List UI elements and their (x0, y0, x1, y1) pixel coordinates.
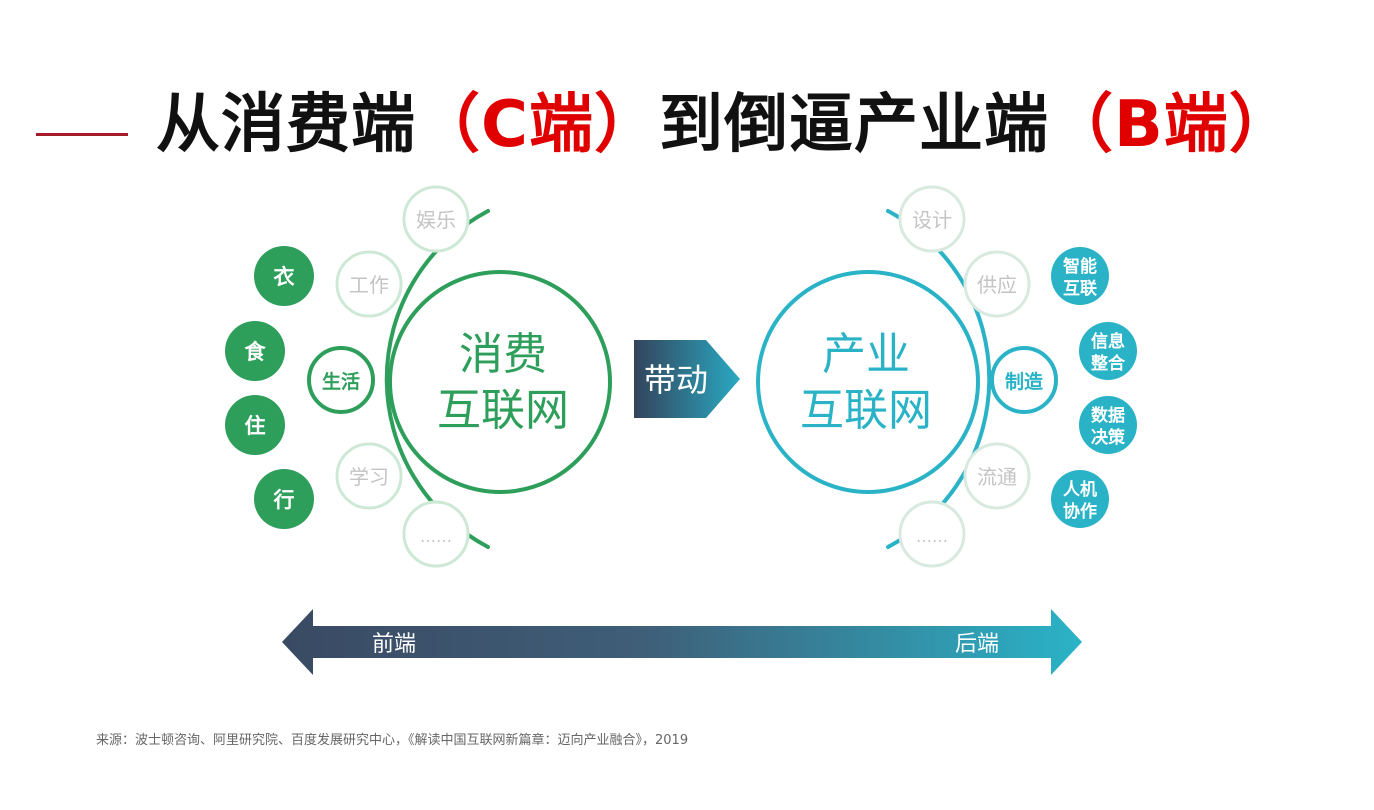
title-part-b-end: （B端） (1048, 88, 1294, 162)
chain-node-design: 设计 (898, 185, 966, 253)
drive-arrow-shape (634, 340, 740, 418)
capability-smart-connection: 智能 互联 (1051, 247, 1109, 305)
scene-label: 学习 (349, 465, 389, 489)
basic-need-travel: 行 (254, 469, 314, 529)
basic-need-label: 行 (273, 488, 295, 512)
chain-label: 设计 (912, 208, 952, 232)
chain-node-supply: 供应 (963, 250, 1031, 318)
title-part-consumer: 从消费端 (156, 88, 416, 162)
basic-need-food: 食 (225, 321, 285, 381)
industry-center-line1: 产业 (822, 329, 910, 380)
scene-label: 娱乐 (416, 208, 456, 232)
consumer-center-circle (388, 270, 612, 494)
capability-human-machine-collaboration: 人机 协作 (1051, 470, 1109, 528)
title-part-industry: 到倒逼产业端 (658, 88, 1049, 162)
scene-label: …… (420, 527, 452, 546)
industry-center-circle (756, 270, 980, 494)
chain-label: 流通 (977, 465, 1017, 489)
basic-need-label: 衣 (274, 265, 295, 289)
consumer-center-line2: 互联网 (437, 385, 569, 436)
scene-label: 工作 (349, 273, 389, 297)
page-title: 从消费端（C端）到倒逼产业端（B端） (156, 80, 1294, 170)
chain-label: …… (916, 527, 948, 546)
capability-label-line1: 信息 (1091, 331, 1125, 352)
source-note: 来源：波士顿咨询、阿里研究院、百度发展研究中心，《解读中国互联网新篇章：迈向产业… (96, 733, 689, 748)
consumer-center-line1: 消费 (459, 329, 547, 380)
scene-node-work: 工作 (335, 250, 403, 318)
chain-label: 供应 (977, 273, 1017, 297)
scene-node-more: …… (402, 500, 470, 568)
scene-label: 生活 (322, 370, 360, 393)
range-right-label: 后端 (955, 632, 999, 657)
capability-label-line1: 人机 (1063, 479, 1097, 500)
basic-need-clothing: 衣 (254, 246, 314, 306)
capability-information-integration: 信息 整合 (1079, 322, 1137, 380)
chain-node-more: …… (898, 500, 966, 568)
scene-node-entertainment: 娱乐 (402, 185, 470, 253)
basic-need-label: 住 (245, 414, 266, 438)
chain-node-manufacturing: 制造 (990, 346, 1058, 414)
capability-label-line2: 决策 (1091, 427, 1126, 448)
scene-node-study: 学习 (335, 442, 403, 510)
capability-label-line2: 互联 (1063, 279, 1097, 299)
range-arrow-shape (282, 609, 1082, 675)
capability-data-decision: 数据 决策 (1079, 396, 1137, 454)
industry-internet-group: 产业 互联网 设计 供应 制造 流通 …… 智能 互联 信息 (756, 185, 1137, 568)
range-left-label: 前端 (372, 632, 416, 657)
industry-center-line2: 互联网 (800, 385, 932, 436)
basic-need-label: 食 (245, 340, 267, 364)
title-part-c-end: （C端） (416, 88, 659, 162)
basic-need-housing: 住 (225, 395, 285, 455)
capability-label-line1: 数据 (1091, 405, 1125, 426)
capability-label-line2: 整合 (1091, 353, 1126, 374)
capability-label-line2: 协作 (1063, 501, 1097, 522)
drive-arrow: 带动 (634, 340, 740, 418)
front-back-range-arrow: 前端 后端 (282, 609, 1082, 675)
consumer-internet-group: 消费 互联网 娱乐 工作 生活 学习 …… 衣 食 (225, 185, 612, 568)
title-accent-line (36, 133, 128, 136)
capability-label-line1: 智能 (1063, 256, 1097, 277)
chain-node-circulation: 流通 (963, 442, 1031, 510)
chain-label: 制造 (1005, 370, 1044, 393)
scene-node-life: 生活 (307, 346, 375, 414)
drive-arrow-label: 带动 (644, 361, 708, 399)
